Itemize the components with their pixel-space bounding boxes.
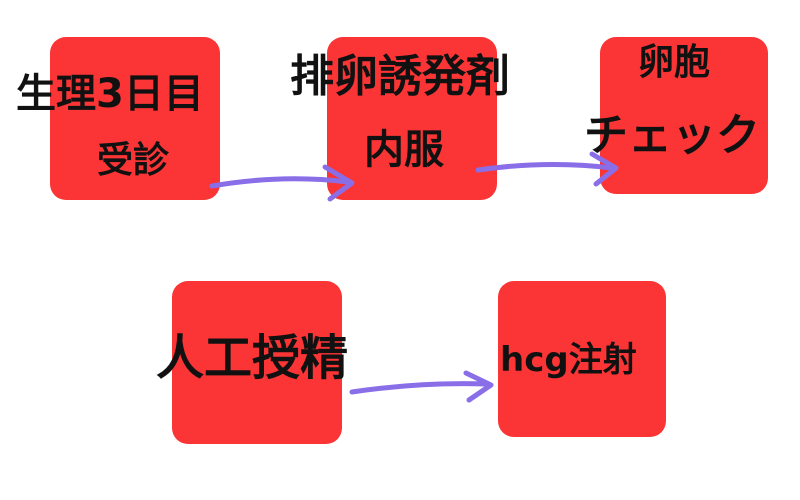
step-box-3 — [600, 37, 768, 194]
step-4-line1: 人工授精 — [156, 330, 349, 386]
step-2-line2: 内服 — [364, 127, 444, 173]
step-3-line1: 卵胞 — [638, 42, 711, 83]
step-1-line2: 受診 — [97, 140, 170, 181]
step-2-line1: 排卵誘発剤 — [290, 51, 510, 102]
step-box-5 — [498, 281, 666, 437]
arrow-4-to-5 — [349, 370, 494, 403]
step-box-4 — [172, 281, 342, 444]
step-5-line1: hcg注射 — [500, 340, 637, 380]
step-box-2 — [327, 37, 497, 200]
step-1-line1: 生理3日目 — [16, 71, 204, 117]
step-3-line2: チェック — [584, 110, 760, 161]
step-box-1 — [50, 37, 220, 200]
